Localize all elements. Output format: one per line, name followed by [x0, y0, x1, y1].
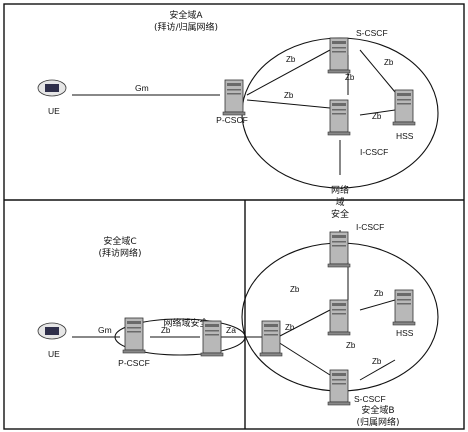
p-cscf-label-bottom: P-CSCF: [118, 358, 150, 368]
hss-label: HSS: [396, 131, 414, 141]
gm-label: Gm: [135, 83, 149, 93]
s-cscf-server-icon-lower: [327, 369, 351, 406]
zb-label: Zb: [290, 285, 300, 294]
p-cscf-label: P-CSCF: [216, 115, 248, 125]
domain-a-subtitle: (拜访/归属网络): [154, 21, 218, 33]
hss-server-icon-bottom: [392, 289, 416, 326]
domain-c-title: 安全域C: [103, 235, 136, 247]
zb-label: Zb: [372, 112, 382, 121]
top-links: [72, 49, 396, 175]
ue-label-bottom: UE: [48, 349, 60, 359]
zb-label: Zb: [384, 58, 394, 67]
zb-label: Zb: [374, 289, 384, 298]
domain-a-frame: [3, 3, 465, 430]
i-cscf-server-icon: [327, 99, 351, 136]
i-cscf-server-icon-bottom: [327, 231, 351, 268]
za-label: Za: [226, 325, 236, 335]
s-cscf-server-icon-bottom: [327, 299, 351, 336]
s-cscf-server-icon: [327, 37, 351, 74]
zb-label: Zb: [345, 73, 355, 82]
i-cscf-label-bottom: I-CSCF: [356, 222, 384, 232]
inter-domain-label-2: 域: [335, 196, 344, 208]
security-gateway-icon-b: [259, 320, 283, 357]
hss-server-icon: [392, 89, 416, 126]
s-cscf-label: S-CSCF: [356, 28, 388, 38]
zb-label: Zb: [346, 341, 356, 350]
domain-a-title: 安全域A: [169, 9, 203, 21]
domain-b-subtitle: (归属网络): [356, 416, 399, 428]
ue-device-icon: [37, 79, 67, 97]
inter-domain-label-1: 网络: [331, 184, 349, 196]
p-cscf-server-icon: [222, 79, 246, 116]
security-gateway-icon-c: [200, 320, 224, 357]
inter-domain-bottom-label: 网络域安全: [163, 317, 208, 329]
domain-c-subtitle: (拜访网络): [98, 247, 141, 259]
hss-label-bottom: HSS: [396, 328, 414, 338]
s-cscf-label-bottom: S-CSCF: [354, 394, 386, 404]
zb-label: Zb: [286, 55, 296, 64]
zb-label: Zb: [372, 357, 382, 366]
zb-label: Zb: [161, 326, 171, 335]
i-cscf-label: I-CSCF: [360, 147, 388, 157]
p-cscf-server-icon-bottom: [122, 317, 146, 354]
inter-domain-label-3: 安全: [331, 208, 349, 220]
gm-label-bottom: Gm: [98, 325, 112, 335]
domain-b-title: 安全域B: [361, 404, 394, 416]
zb-label: Zb: [285, 323, 295, 332]
zb-label: Zb: [284, 91, 294, 100]
ue-label: UE: [48, 106, 60, 116]
ue-device-icon-bottom: [37, 322, 67, 340]
